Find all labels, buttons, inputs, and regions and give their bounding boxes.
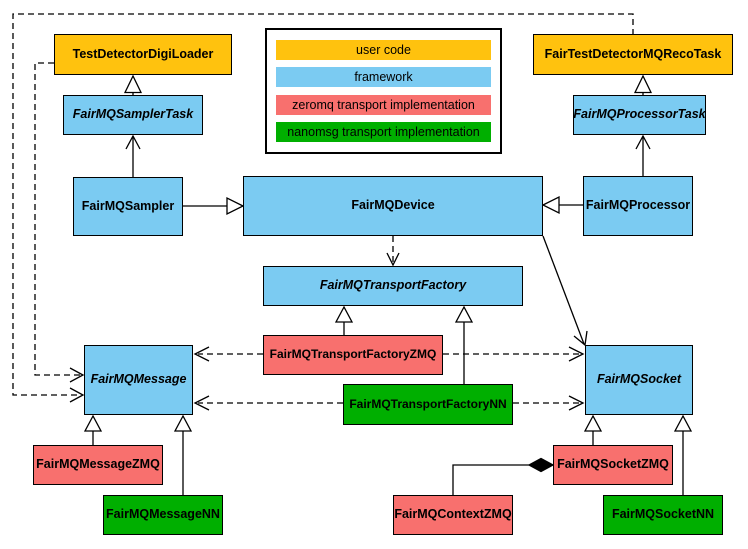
node-fairmqmessagenn: FairMQMessageNN [103, 495, 223, 535]
edge-factorynn-message [193, 395, 343, 411]
legend-item-framework: framework [276, 67, 491, 88]
edge-sampler-device [183, 196, 245, 216]
edge-factorynn-transportfactory [454, 305, 474, 384]
edge-factoryzmq-socket [443, 346, 585, 362]
node-testdetectordigiloader: TestDetectorDigiLoader [54, 34, 232, 75]
node-fairmqmessagezmq: FairMQMessageZMQ [33, 445, 163, 485]
legend: user code framework zeromq transport imp… [265, 28, 502, 154]
node-fairmqtransportfactory: FairMQTransportFactory [263, 266, 523, 306]
node-fairmqsampler: FairMQSampler [73, 177, 183, 236]
edge-device-transportfactory [386, 236, 400, 267]
edge-factorynn-socket [513, 395, 585, 411]
node-fairmqsocketzmq: FairMQSocketZMQ [553, 445, 673, 485]
node-fairmqsamplertask: FairMQSamplerTask [63, 95, 203, 135]
node-fairmqsocketnn: FairMQSocketNN [603, 495, 723, 535]
edge-samplertask-digiloader [123, 74, 143, 95]
node-fairmqdevice: FairMQDevice [243, 176, 543, 236]
node-fairmqtransportfactoryzmq: FairMQTransportFactoryZMQ [263, 335, 443, 375]
legend-item-nanomsg: nanomsg transport implementation [276, 122, 491, 143]
legend-item-zeromq: zeromq transport implementation [276, 94, 491, 115]
node-fairmqcontextzmq: FairMQContextZMQ [393, 495, 513, 535]
legend-item-user-code: user code [276, 39, 491, 60]
node-fairmqtransportfactorynn: FairMQTransportFactoryNN [343, 384, 513, 425]
node-fairmqmessage: FairMQMessage [84, 345, 193, 415]
edge-processor-device [541, 195, 583, 215]
edge-factoryzmq-message [193, 346, 263, 362]
edge-socketnn-socket [673, 414, 693, 495]
edge-socketzmq-socket [583, 414, 603, 445]
edge-processortask-recotask [633, 74, 653, 95]
node-fairmqprocessortask: FairMQProcessorTask [573, 95, 706, 135]
edge-processor-processortask [635, 134, 651, 176]
edge-messagezmq-message [83, 414, 103, 445]
edge-sampler-samplertask [125, 134, 141, 177]
edge-factoryzmq-transportfactory [334, 305, 354, 335]
edge-messagenn-message [173, 414, 193, 495]
edge-device-socket [542, 235, 588, 347]
node-fairmqprocessor: FairMQProcessor [583, 176, 693, 236]
node-fairtestdetectormqrecotask: FairTestDetectorMQRecoTask [533, 34, 733, 75]
edge-contextzmq-socketzmq [452, 457, 555, 495]
node-fairmqsocket: FairMQSocket [585, 345, 693, 415]
